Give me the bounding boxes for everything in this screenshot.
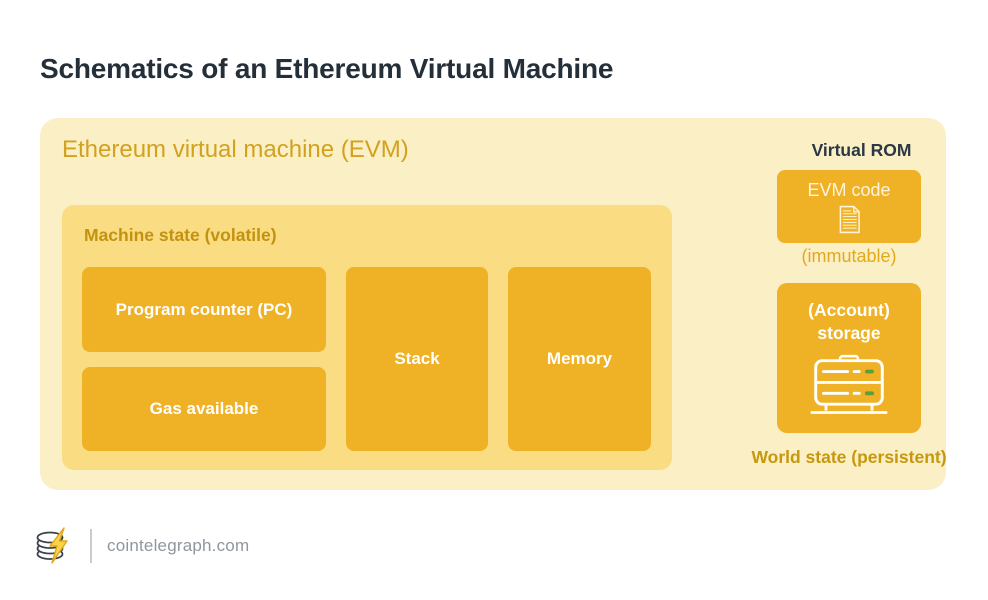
gas-available-label: Gas available bbox=[149, 399, 259, 418]
evm-panel: Ethereum virtual machine (EVM) Machine s… bbox=[40, 118, 947, 490]
world-state-label: World state (persistent) bbox=[751, 447, 947, 467]
stack-box: Stack bbox=[346, 267, 488, 451]
stack-label: Stack bbox=[394, 349, 440, 368]
account-storage-box: (Account) storage bbox=[777, 283, 921, 433]
server-icon bbox=[810, 354, 888, 414]
program-counter-label: Program counter (PC) bbox=[115, 299, 293, 319]
memory-label: Memory bbox=[546, 349, 613, 368]
account-storage-line1: (Account) bbox=[808, 300, 890, 321]
page-title: Schematics of an Ethereum Virtual Machin… bbox=[40, 52, 614, 84]
evm-code-label: EVM code bbox=[807, 179, 891, 200]
gas-available-box: Gas available bbox=[82, 367, 326, 451]
immutable-note: (immutable) bbox=[801, 246, 897, 266]
account-storage-label: (Account) storage bbox=[808, 299, 890, 345]
program-counter-box: Program counter (PC) bbox=[82, 267, 326, 352]
machine-state-label: Machine state (volatile) bbox=[84, 225, 277, 245]
footer-divider bbox=[90, 529, 92, 563]
footer-site-text: cointelegraph.com bbox=[107, 536, 250, 555]
account-storage-line2: storage bbox=[817, 323, 881, 343]
coin-stack-lightning-icon bbox=[36, 527, 68, 564]
footer-brand: cointelegraph.com bbox=[33, 524, 249, 568]
machine-state-panel: Machine state (volatile) Program counter… bbox=[62, 205, 672, 470]
document-icon bbox=[839, 205, 860, 233]
memory-box: Memory bbox=[508, 267, 651, 451]
evm-panel-label: Ethereum virtual machine (EVM) bbox=[62, 136, 409, 163]
virtual-rom-heading: Virtual ROM bbox=[811, 140, 912, 160]
evm-code-box: EVM code bbox=[777, 170, 921, 243]
virtual-rom-column: Virtual ROM EVM code (immutable) (Accoun… bbox=[737, 118, 986, 490]
